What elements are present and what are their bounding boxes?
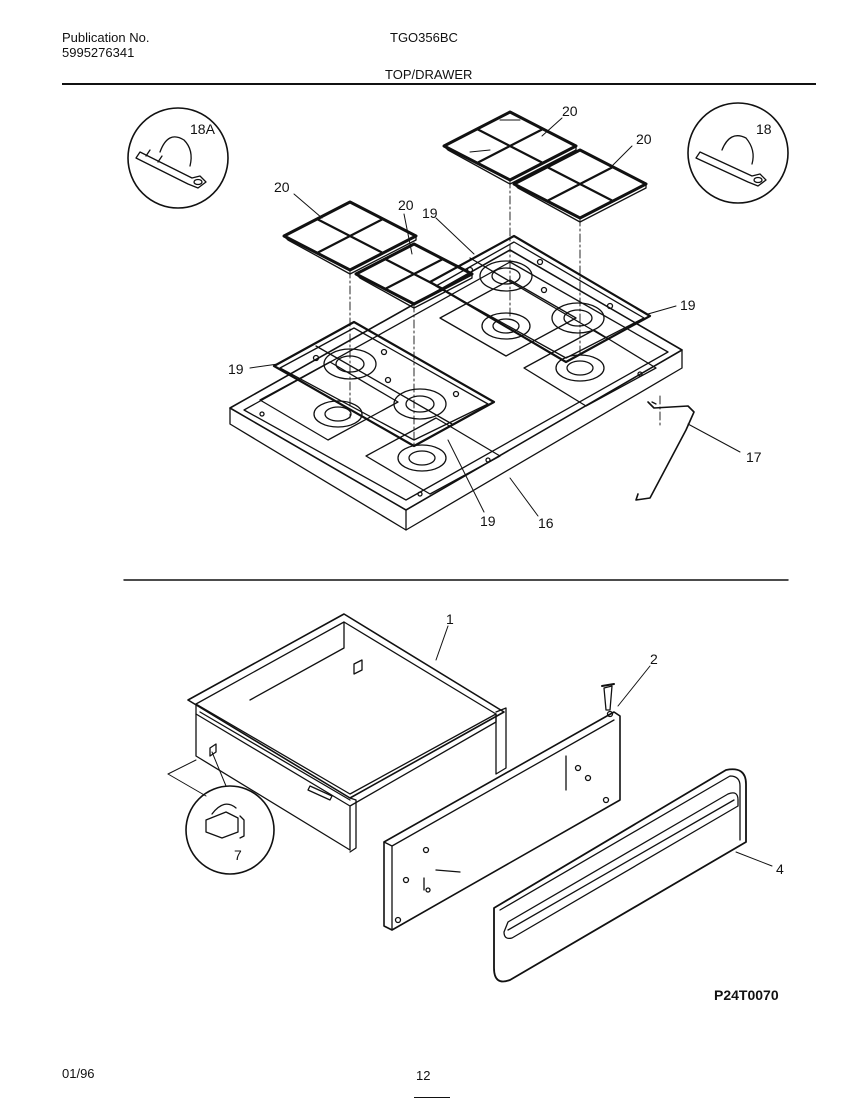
callout-1: 1 bbox=[446, 611, 454, 627]
main-top-16 bbox=[229, 249, 683, 531]
footer-date: 01/96 bbox=[62, 1066, 95, 1081]
publication-number: 5995276341 bbox=[62, 45, 135, 60]
drawer-leader-lines bbox=[435, 625, 773, 867]
callout-20-d: 20 bbox=[398, 197, 414, 213]
detail-circle-18 bbox=[687, 102, 789, 204]
callout-19-a: 19 bbox=[422, 205, 438, 221]
drawer-body-1 bbox=[187, 613, 507, 853]
grate-20-left-front bbox=[354, 242, 474, 309]
callout-7: 7 bbox=[234, 847, 242, 863]
top-leader-lines bbox=[249, 117, 741, 517]
callout-20-a: 20 bbox=[562, 103, 578, 119]
callout-16: 16 bbox=[538, 515, 554, 531]
footer-rule bbox=[414, 1097, 450, 1098]
burner-plate-19-left bbox=[272, 320, 496, 448]
detail-circle-18a bbox=[127, 107, 229, 209]
callout-18: 18 bbox=[756, 121, 772, 137]
grate-20-top-right bbox=[512, 148, 648, 223]
callout-19-d: 19 bbox=[480, 513, 496, 529]
callout-4: 4 bbox=[776, 861, 784, 877]
detail-circle-7 bbox=[167, 751, 275, 875]
drawer-panel-4 bbox=[493, 768, 747, 983]
callout-19-c: 19 bbox=[228, 361, 244, 377]
header-rule bbox=[62, 83, 816, 85]
callout-20-c: 20 bbox=[274, 179, 290, 195]
burner-plate-19-right bbox=[428, 234, 652, 364]
callout-18a: 18A bbox=[190, 121, 216, 137]
callout-20-b: 20 bbox=[636, 131, 652, 147]
grate-20-left-rear bbox=[282, 200, 418, 275]
callout-2: 2 bbox=[650, 651, 658, 667]
page-number: 12 bbox=[416, 1068, 431, 1083]
publication-label: Publication No. bbox=[62, 30, 150, 45]
section-title: TOP/DRAWER bbox=[385, 67, 473, 82]
drawer-front-2 bbox=[383, 683, 621, 931]
support-rod-17 bbox=[635, 401, 695, 501]
callout-17: 17 bbox=[746, 449, 762, 465]
figure-id: P24T0070 bbox=[714, 987, 779, 1003]
model-number: TGO356BC bbox=[390, 30, 458, 45]
callout-19-b: 19 bbox=[680, 297, 696, 313]
